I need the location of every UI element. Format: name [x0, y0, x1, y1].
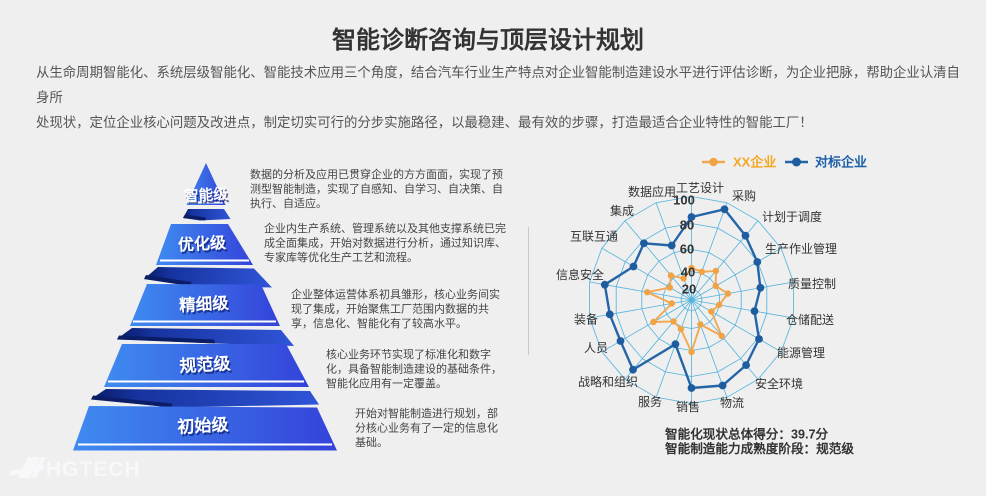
- svg-text:能源管理: 能源管理: [777, 345, 825, 360]
- svg-text:40: 40: [681, 265, 695, 280]
- svg-text:优化级: 优化级: [179, 235, 229, 257]
- svg-text:享，信息化、智能化有了较高水平。: 享，信息化、智能化有了较高水平。: [291, 316, 467, 330]
- svg-text:企业内生产系统、管理系统以及其他支撑系统已完: 企业内生产系统、管理系统以及其他支撑系统已完: [264, 221, 506, 235]
- svg-text:现了集成，开始聚焦工厂范围内数据的共: 现了集成，开始聚焦工厂范围内数据的共: [291, 302, 489, 316]
- svg-text:战略和组织: 战略和组织: [578, 374, 638, 389]
- svg-text:集成: 集成: [610, 203, 634, 218]
- svg-text:装备: 装备: [574, 313, 598, 327]
- svg-text:60: 60: [680, 242, 694, 257]
- svg-text:基础。: 基础。: [355, 436, 388, 449]
- svg-text:数据应用: 数据应用: [628, 184, 676, 199]
- svg-text:计划于调度: 计划于调度: [762, 209, 822, 224]
- svg-text:精细级: 精细级: [180, 295, 231, 318]
- svg-text:采购: 采购: [732, 188, 756, 203]
- svg-text:服务: 服务: [638, 394, 662, 409]
- svg-text:工艺设计: 工艺设计: [676, 181, 724, 195]
- svg-text:化，具备智能制造建设的基础条件，: 化，具备智能制造建设的基础条件，: [326, 362, 502, 376]
- svg-text:物流: 物流: [720, 396, 744, 410]
- svg-text:销售: 销售: [676, 399, 700, 414]
- svg-text:生产作业管理: 生产作业管理: [765, 241, 837, 256]
- svg-text:智能级: 智能级: [185, 187, 230, 207]
- svg-text:100: 100: [673, 193, 695, 208]
- svg-text:成全面集成，开始对数据进行分析，通过知识库、: 成全面集成，开始对数据进行分析，通过知识库、: [264, 236, 506, 250]
- svg-text:初始级: 初始级: [177, 414, 229, 437]
- svg-text:数据的分析及应用已贯穿企业的方方面面，实现了预: 数据的分析及应用已贯穿企业的方方面面，实现了预: [250, 167, 503, 181]
- svg-text:安全环境: 安全环境: [755, 376, 803, 391]
- svg-text:初始级: 初始级: [178, 416, 230, 439]
- svg-text:规范级: 规范级: [180, 355, 232, 378]
- svg-text:执行、自适应。: 执行、自适应。: [250, 196, 327, 210]
- svg-text:精细级: 精细级: [179, 293, 230, 316]
- svg-text:仓储配送: 仓储配送: [786, 312, 834, 327]
- svg-text:智能化应用有一定覆盖。: 智能化应用有一定覆盖。: [326, 376, 447, 390]
- svg-text:智能化现状总体得分：39.7分: 智能化现状总体得分：39.7分: [665, 427, 828, 442]
- svg-text:智能级: 智能级: [184, 185, 229, 205]
- svg-text:规范级: 规范级: [179, 353, 231, 376]
- svg-text:专家库等优化生产工艺和流程。: 专家库等优化生产工艺和流程。: [264, 250, 418, 264]
- svg-text:80: 80: [680, 218, 694, 233]
- svg-text:测型智能制造，实现了自感知、自学习、自决策、自: 测型智能制造，实现了自感知、自学习、自决策、自: [250, 182, 503, 196]
- svg-text:信息安全: 信息安全: [556, 267, 604, 282]
- svg-text:XX企业: XX企业: [733, 155, 776, 170]
- svg-text:质量控制: 质量控制: [788, 277, 836, 291]
- svg-text:核心业务环节实现了标准化和数字: 核心业务环节实现了标准化和数字: [326, 347, 491, 361]
- svg-text:开始对智能制造进行规划，部: 开始对智能制造进行规划，部: [355, 406, 498, 420]
- svg-text:HGTECH: HGTECH: [46, 458, 141, 481]
- svg-text:人员: 人员: [584, 341, 608, 355]
- svg-text:对标企业: 对标企业: [815, 155, 867, 170]
- svg-text:企业整体运营体系初具雏形，核心业务间实: 企业整体运营体系初具雏形，核心业务间实: [291, 287, 500, 301]
- svg-text:20: 20: [682, 282, 696, 297]
- svg-text:智能制造能力成熟度阶段：规范级: 智能制造能力成熟度阶段：规范级: [665, 441, 854, 456]
- svg-text:互联互通: 互联互通: [570, 230, 618, 244]
- svg-text:分核心业务有了一定的信息化: 分核心业务有了一定的信息化: [355, 421, 498, 435]
- svg-text:优化级: 优化级: [177, 233, 227, 255]
